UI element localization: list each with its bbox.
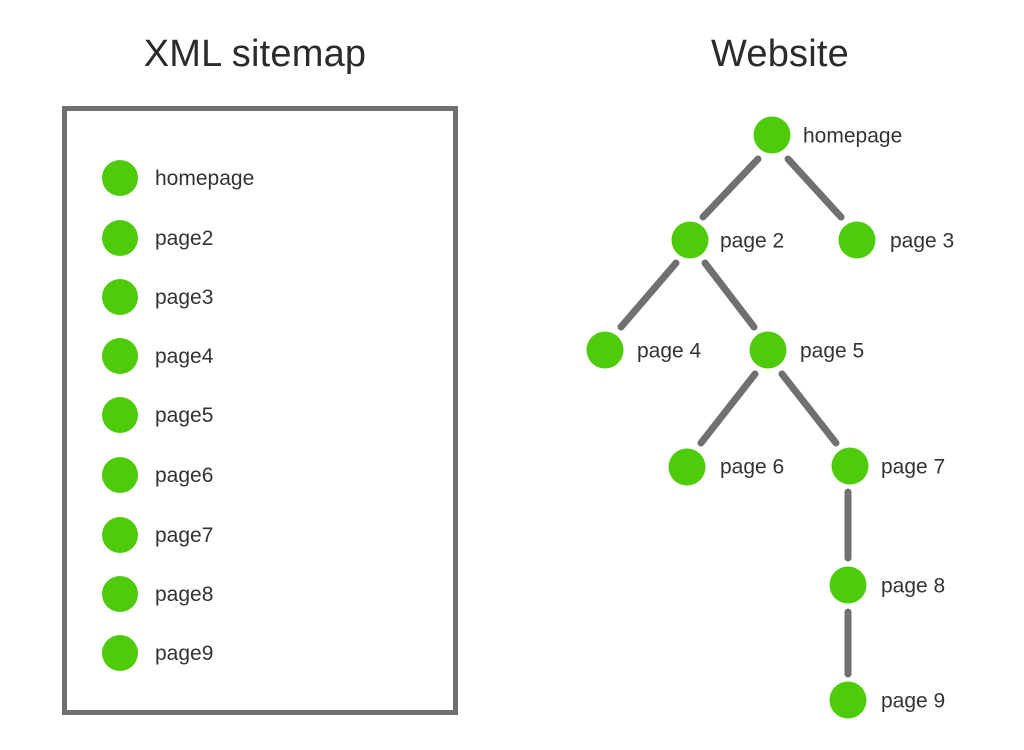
sitemap-bullet-icon	[102, 517, 138, 553]
tree-node-page9[interactable]	[829, 681, 867, 719]
tree-node-page8[interactable]	[829, 566, 867, 604]
sitemap-list-item[interactable]: page6	[102, 457, 213, 493]
sitemap-bullet-icon	[102, 160, 138, 196]
tree-node-label-page9: page 9	[881, 689, 946, 713]
tree-node-label-page7: page 7	[881, 455, 946, 479]
tree-node-page5[interactable]	[749, 331, 787, 369]
sitemap-list-item[interactable]: page5	[102, 397, 213, 433]
sitemap-bullet-icon	[102, 635, 138, 671]
tree-node-page4[interactable]	[586, 331, 624, 369]
sitemap-item-label: page7	[155, 523, 214, 547]
xml-sitemap-box: homepage page2 page3 page4 page5 page6 page7 pa…	[62, 106, 458, 715]
sitemap-bullet-icon	[102, 279, 138, 315]
sitemap-item-label: page3	[155, 285, 214, 309]
tree-edge-homepage-page3	[784, 155, 845, 221]
xml-sitemap-title: XML sitemap	[143, 33, 367, 75]
website-title: Website	[711, 33, 849, 75]
tree-edge-homepage-page2	[699, 155, 762, 221]
tree-node-label-homepage: homepage	[803, 124, 903, 148]
sitemap-bullet-icon	[102, 397, 138, 433]
xml-sitemap-list: homepage page2 page3 page4 page5 page6 page7 pa…	[67, 111, 463, 720]
sitemap-item-label: homepage	[155, 166, 255, 190]
sitemap-item-label: page9	[155, 641, 214, 665]
sitemap-item-label: page4	[155, 344, 214, 368]
sitemap-item-label: page2	[155, 226, 214, 250]
tree-node-label-page4: page 4	[637, 339, 702, 363]
sitemap-list-item[interactable]: homepage	[102, 160, 254, 196]
sitemap-list-item[interactable]: page4	[102, 338, 213, 374]
sitemap-list-item[interactable]: page8	[102, 576, 213, 612]
tree-node-page2[interactable]	[671, 221, 709, 259]
sitemap-list-item[interactable]: page3	[102, 279, 213, 315]
tree-node-label-page3: page 3	[890, 229, 955, 253]
sitemap-bullet-icon	[102, 220, 138, 256]
tree-edge-page5-page7	[778, 370, 840, 447]
tree-node-label-page5: page 5	[800, 339, 865, 363]
sitemap-list-item[interactable]: page9	[102, 635, 213, 671]
tree-node-page6[interactable]	[668, 448, 706, 486]
sitemap-bullet-icon	[102, 576, 138, 612]
sitemap-item-label: page6	[155, 463, 214, 487]
sitemap-list-item[interactable]: page2	[102, 220, 213, 256]
sitemap-list-item[interactable]: page7	[102, 517, 213, 553]
sitemap-bullet-icon	[102, 457, 138, 493]
tree-node-label-page8: page 8	[881, 574, 946, 598]
tree-node-page3[interactable]	[838, 221, 876, 259]
tree-node-homepage[interactable]	[753, 116, 791, 154]
sitemap-bullet-icon	[102, 338, 138, 374]
tree-node-label-page6: page 6	[720, 455, 785, 479]
tree-node-label-page2: page 2	[720, 229, 785, 253]
sitemap-item-label: page5	[155, 403, 214, 427]
sitemap-item-label: page8	[155, 582, 214, 606]
tree-node-page7[interactable]	[831, 447, 869, 485]
tree-edge-page2-page5	[701, 259, 758, 331]
tree-edge-page2-page4	[617, 259, 680, 331]
tree-edge-page5-page6	[697, 370, 759, 447]
